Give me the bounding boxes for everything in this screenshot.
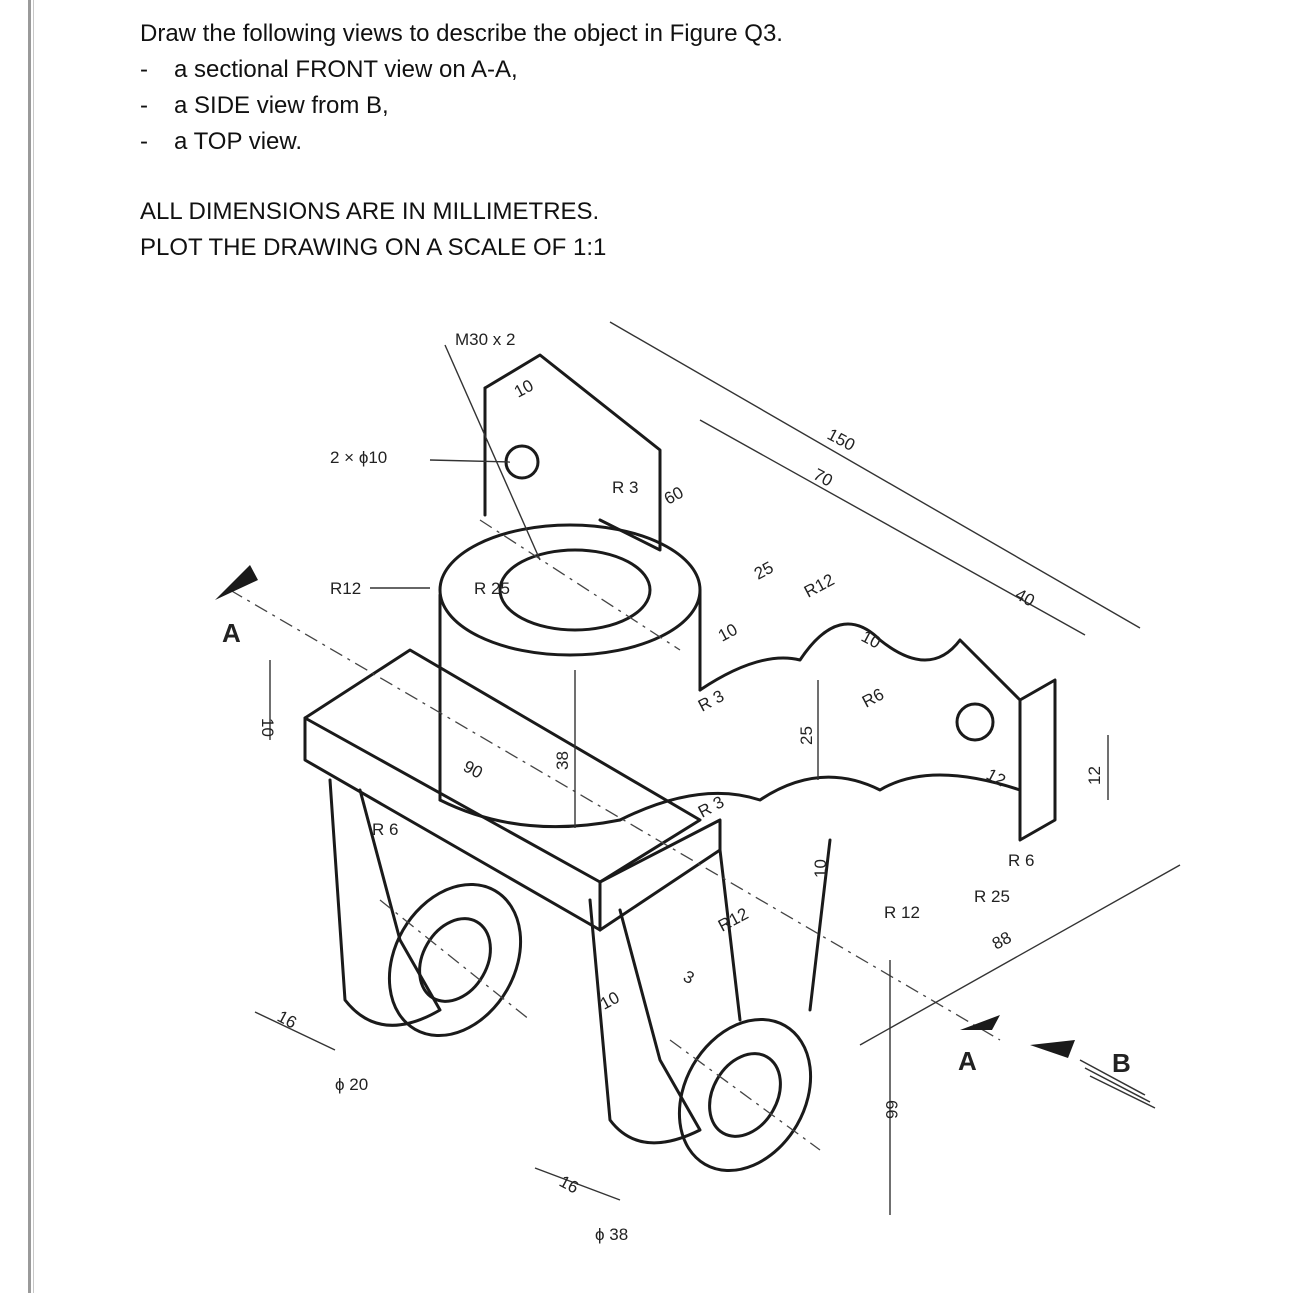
left-leg xyxy=(328,778,442,1027)
label-r6-left: R 6 xyxy=(372,820,398,839)
dimension-lines xyxy=(254,321,1181,1215)
end-block xyxy=(1018,678,1057,842)
instructions-heading: Draw the following views to describe the… xyxy=(140,20,783,47)
right-boss-outer xyxy=(677,1018,813,1172)
label-10-mid: 10 xyxy=(715,620,741,646)
bullet: - xyxy=(140,128,148,155)
label-66: 66 xyxy=(882,1100,901,1119)
left-boss-outer xyxy=(387,883,523,1037)
label-section-a-left: A xyxy=(222,618,241,648)
arrow-a-left xyxy=(215,565,258,600)
label-r6-right: R 6 xyxy=(1008,851,1034,870)
label-70: 70 xyxy=(810,465,836,491)
right-leg xyxy=(588,898,702,1145)
instruction-item: -a sectional FRONT view on A-A, xyxy=(140,52,783,88)
label-r25-right: R 25 xyxy=(974,887,1010,906)
label-16-bottom: 16 xyxy=(556,1172,582,1198)
label-r12-low: R12 xyxy=(715,904,751,935)
left-boss-hole xyxy=(418,917,492,1003)
scale-note: PLOT THE DRAWING ON A SCALE OF 1:1 xyxy=(140,234,607,261)
instruction-text: a SIDE view from B, xyxy=(174,92,389,119)
label-10-mid2: 10 xyxy=(858,627,884,653)
base-plate-side xyxy=(598,818,722,932)
arrow-a-right xyxy=(960,1015,1000,1030)
instruction-text: a sectional FRONT view on A-A, xyxy=(174,56,518,83)
units-note: ALL DIMENSIONS ARE IN MILLIMETRES. xyxy=(140,198,600,225)
dim-16-bottom-line xyxy=(534,1167,621,1201)
arrow-b-tail xyxy=(1079,1059,1156,1109)
label-12-right: 12 xyxy=(1085,766,1104,785)
label-holes: 2 × ϕ10 xyxy=(330,448,387,467)
cylinder-axis xyxy=(479,519,681,651)
upright-hole xyxy=(504,444,540,480)
label-10-top: 10 xyxy=(511,376,537,402)
cylinder-sides xyxy=(438,588,702,802)
label-r25-top: R 25 xyxy=(474,579,510,598)
label-10-low: 10 xyxy=(811,859,830,878)
cylinder-base xyxy=(438,798,622,829)
instruction-item: -a SIDE view from B, xyxy=(140,88,783,124)
label-90: 90 xyxy=(460,757,486,783)
instruction-text: a TOP view. xyxy=(174,128,303,155)
label-25-mid: 25 xyxy=(797,726,816,745)
label-r12-left: R12 xyxy=(330,579,361,598)
label-150: 150 xyxy=(824,425,858,455)
bullet: - xyxy=(140,92,148,119)
right-boss-hole xyxy=(708,1052,782,1138)
cylinder-bore xyxy=(498,548,652,632)
label-d20: ϕ 20 xyxy=(335,1075,368,1094)
base-plate-left-top xyxy=(303,648,702,884)
dim-88-line xyxy=(859,864,1181,1046)
end-hole xyxy=(955,702,995,742)
rib-top-edge xyxy=(698,622,1022,702)
label-m30: M30 x 2 xyxy=(455,330,515,349)
base-plate-front-face xyxy=(303,716,602,932)
instructions-block: Draw the following views to describe the… xyxy=(140,16,783,266)
holes-leader xyxy=(429,459,511,463)
label-88: 88 xyxy=(989,928,1015,954)
page-margin-rule xyxy=(28,0,31,1293)
label-25-top: 25 xyxy=(751,558,777,584)
label-10-left: 10 xyxy=(258,718,277,737)
label-r3-top: R 3 xyxy=(612,478,638,497)
label-section-a-right: A xyxy=(958,1046,977,1076)
label-60: 60 xyxy=(661,483,687,509)
boss-axes xyxy=(379,899,821,1151)
section-arrows xyxy=(215,565,1075,1058)
instruction-item: -a TOP view. xyxy=(140,124,783,160)
dim-16-left-line xyxy=(254,1011,336,1051)
label-r12-right: R 12 xyxy=(884,903,920,922)
label-r3-low: R 3 xyxy=(695,792,727,821)
rear-upright xyxy=(483,353,662,552)
label-r12-mid: R12 xyxy=(801,570,837,601)
page-margin-rule-inner xyxy=(33,0,34,1293)
label-view-b: B xyxy=(1112,1048,1131,1078)
object-outline xyxy=(303,353,1057,1172)
label-d38: ϕ 38 xyxy=(595,1225,628,1244)
label-16-left: 16 xyxy=(274,1007,300,1033)
arrow-b xyxy=(1030,1040,1075,1058)
label-r6-mid: R6 xyxy=(859,685,887,712)
center-lines xyxy=(229,519,1001,1151)
dim-40-line xyxy=(699,419,1086,636)
label-3: 3 xyxy=(680,967,697,988)
section-plane-aa xyxy=(229,589,1001,1041)
m30-leader xyxy=(444,344,541,561)
bullet: - xyxy=(140,56,148,83)
dim-150-line xyxy=(609,321,1141,629)
rib-bottom-edge xyxy=(618,773,1022,822)
label-38: 38 xyxy=(553,751,572,770)
dimension-labels: M30 x 2 10 2 × ϕ10 R 3 60 150 70 R12 R 2… xyxy=(222,330,1131,1244)
